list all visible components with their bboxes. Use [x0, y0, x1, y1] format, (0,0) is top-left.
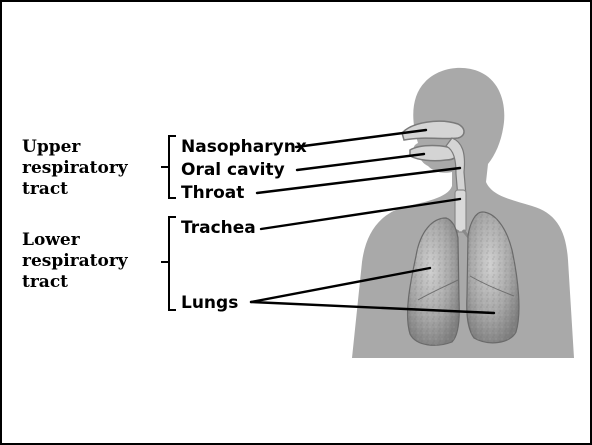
throat-label: Throat	[181, 183, 244, 203]
oral-cavity-leader-line	[297, 154, 424, 170]
lower-respiratory-tract-label: Lower respiratory tract	[22, 230, 134, 292]
trachea-shape	[455, 190, 466, 232]
upper-respiratory-tract-label: Upper respiratory tract	[22, 137, 134, 199]
nasopharynx-label: Nasopharynx	[181, 137, 307, 157]
throat-leader-line	[257, 168, 460, 193]
oral-cavity-label: Oral cavity	[181, 160, 285, 180]
lungs-label: Lungs	[181, 293, 238, 313]
nasal-passage-shape	[402, 121, 464, 140]
trachea-label: Trachea	[181, 218, 256, 238]
lower-tract-bracket	[161, 217, 176, 310]
upper-tract-bracket	[161, 136, 176, 198]
